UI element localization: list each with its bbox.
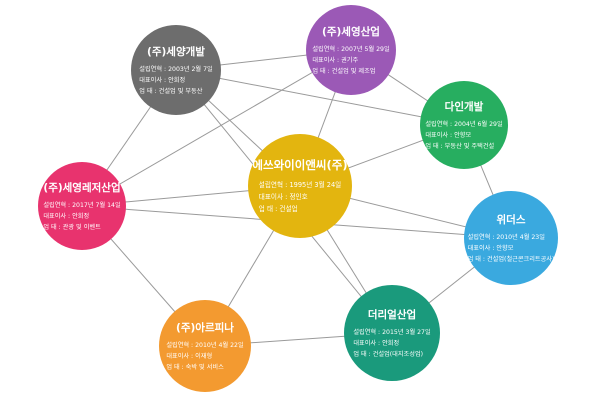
- company-name: 더리얼산업: [367, 308, 417, 321]
- company-name: (주)아르피나: [176, 321, 234, 334]
- company-info: 설립연혁 : 2007년 5월 29일 대표이사 : 권기주 업 태 : 건설업…: [312, 44, 389, 77]
- ceo-name: 대표이사 : 정인호: [258, 193, 308, 201]
- company-name: 다인개발: [444, 100, 484, 113]
- ceo-name: 대표이사 : 권기주: [312, 56, 359, 64]
- founded-date: 설립연혁 : 2010년 4월 23일: [467, 233, 545, 241]
- business-type: 업 태 : 숙박 및 서비스: [166, 363, 224, 371]
- company-info: 설립연혁 : 2015년 3월 27일 대표이사 : 안희정 업 태 : 건설업…: [353, 327, 430, 360]
- business-type: 업 태 : 건설업: [258, 205, 298, 213]
- link-seyoung-dev-dain: [175, 69, 465, 126]
- business-type: 업 태 : 부동산 및 주택건설: [425, 142, 495, 150]
- company-name: 에쓰와이이앤씨(주): [252, 158, 348, 172]
- founded-date: 설립연혁 : 2003년 2월 7일: [139, 65, 213, 73]
- node-dain: 다인개발 설립연혁 : 2004년 6월 29일 대표이사 : 안향모 업 태 …: [420, 81, 508, 169]
- founded-date: 설립연혁 : 2017년 7월 14일: [43, 201, 121, 209]
- node-center: 에쓰와이이앤씨(주) 설립연혁 : 1995년 3월 24일 대표이사 : 정인…: [248, 134, 352, 238]
- ceo-name: 대표이사 : 안향모: [425, 131, 472, 139]
- company-name: (주)세영산업: [322, 25, 380, 38]
- node-arpina: (주)아르피나 설립연혁 : 2010년 4월 22일 대표이사 : 이재형 업…: [159, 300, 251, 392]
- founded-date: 설립연혁 : 2010년 4월 22일: [166, 341, 244, 349]
- company-info: 설립연혁 : 2017년 7월 14일 대표이사 : 안희정 업 태 : 관광 …: [43, 200, 120, 233]
- ceo-name: 대표이사 : 안희정: [43, 212, 90, 220]
- ceo-name: 대표이사 : 안희정: [353, 339, 400, 347]
- company-name: (주)세영레저산업: [43, 181, 121, 194]
- ceo-name: 대표이사 : 안희정: [139, 76, 186, 84]
- business-type: 업 태 : 건설업(철근콘크리트공사): [467, 255, 555, 263]
- company-name: (주)세양개발: [147, 45, 205, 58]
- business-type: 업 태 : 건설업 및 제조업: [312, 67, 376, 75]
- founded-date: 설립연혁 : 2015년 3월 27일: [353, 328, 431, 336]
- company-info: 설립연혁 : 2003년 2월 7일 대표이사 : 안희정 업 태 : 건설업 …: [139, 64, 212, 97]
- company-info: 설립연혁 : 1995년 3월 24일 대표이사 : 정인호 업 태 : 건설업: [259, 179, 341, 215]
- node-leisure: (주)세영레저산업 설립연혁 : 2017년 7월 14일 대표이사 : 안희정…: [38, 162, 126, 250]
- ceo-name: 대표이사 : 이재형: [166, 352, 213, 360]
- link-seyoung-ind-leisure: [81, 49, 352, 207]
- business-type: 업 태 : 건설업 및 부동산: [139, 87, 203, 95]
- ceo-name: 대표이사 : 안향모: [467, 244, 514, 252]
- node-seyoung-dev: (주)세양개발 설립연혁 : 2003년 2월 7일 대표이사 : 안희정 업 …: [131, 25, 221, 115]
- business-type: 업 태 : 관광 및 이벤트: [43, 223, 101, 231]
- company-info: 설립연혁 : 2010년 4월 22일 대표이사 : 이재형 업 태 : 숙박 …: [166, 340, 243, 373]
- node-widers: 위더스 설립연혁 : 2010년 4월 23일 대표이사 : 안향모 업 태 :…: [464, 191, 558, 285]
- node-seyoung-ind: (주)세영산업 설립연혁 : 2007년 5월 29일 대표이사 : 권기주 업…: [306, 5, 396, 95]
- company-name: 위더스: [496, 213, 526, 226]
- company-info: 설립연혁 : 2004년 6월 29일 대표이사 : 안향모 업 태 : 부동산…: [425, 119, 502, 152]
- founded-date: 설립연혁 : 2007년 5월 29일: [312, 45, 390, 53]
- founded-date: 설립연혁 : 2004년 6월 29일: [425, 120, 503, 128]
- node-dearil: 더리얼산업 설립연혁 : 2015년 3월 27일 대표이사 : 안희정 업 태…: [344, 285, 440, 381]
- founded-date: 설립연혁 : 1995년 3월 24일: [258, 181, 342, 189]
- business-type: 업 태 : 건설업(대지조성업): [353, 350, 424, 358]
- company-info: 설립연혁 : 2010년 4월 23일 대표이사 : 안향모 업 태 : 건설업…: [468, 232, 555, 265]
